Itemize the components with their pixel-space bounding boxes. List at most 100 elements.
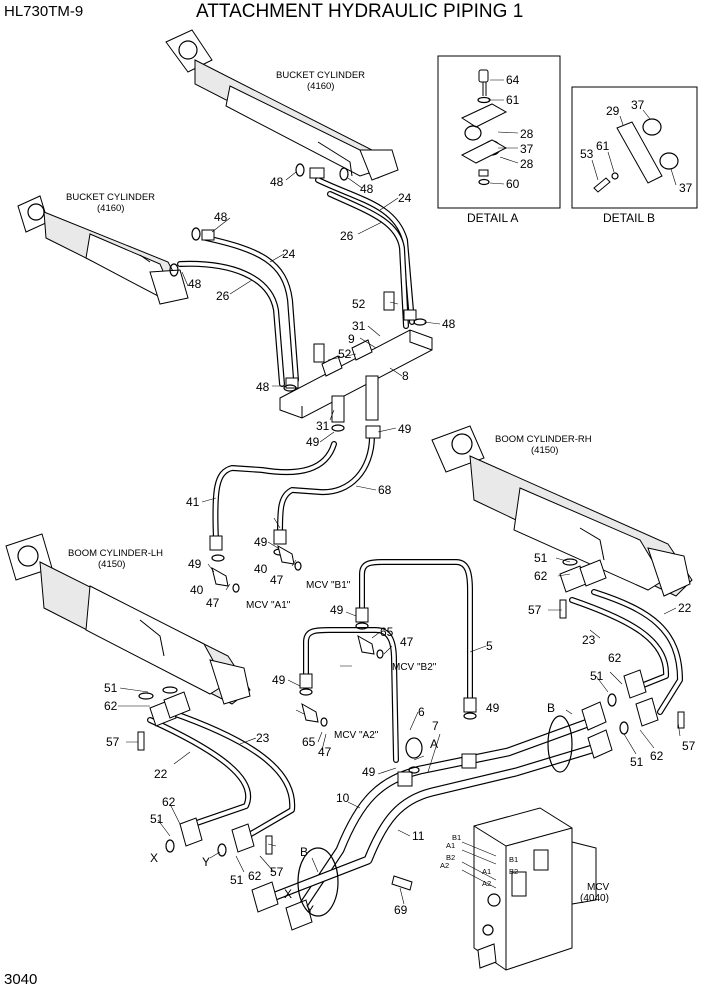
callout-69: 69 xyxy=(394,903,408,917)
detail-a-title: DETAIL A xyxy=(467,211,518,225)
detail-a-callout-60: 60 xyxy=(506,177,520,191)
section-x-pipe: X xyxy=(284,887,292,901)
callout-49-f: 49 xyxy=(272,673,286,687)
callout-51-b: 51 xyxy=(104,681,118,695)
mcv-b2-label: MCV "B2" xyxy=(392,662,437,673)
bucket-cylinder-lower: BUCKET CYLINDER (4160) xyxy=(17,192,189,305)
callout-57-c: 57 xyxy=(682,739,696,753)
mcv-a2-label: MCV "A2" xyxy=(334,730,379,741)
callout-62-d: 62 xyxy=(650,749,664,763)
mcv-port-b2: B2 xyxy=(446,853,455,862)
callout-48-e: 48 xyxy=(442,317,456,331)
callout-62-a: 62 xyxy=(534,569,548,583)
boom-cylinder-rh-code: (4150) xyxy=(531,445,558,456)
model-code: HL730TM-9 xyxy=(4,3,83,20)
callout-62-c: 62 xyxy=(608,651,622,665)
detail-b-callout-29: 29 xyxy=(606,104,620,118)
callout-52-b: 52 xyxy=(338,347,352,361)
bucket-cylinder-upper-label: BUCKET CYLINDER xyxy=(276,70,365,81)
detail-b-callout-61: 61 xyxy=(596,139,610,153)
detail-a-callout-64: 64 xyxy=(506,73,520,87)
callout-48-b: 48 xyxy=(360,182,374,196)
boom-cylinder-lh-code: (4150) xyxy=(98,559,125,570)
mcv-face-b1: B1 xyxy=(509,855,518,864)
mcv-face-b2: B2 xyxy=(509,867,518,876)
detail-b-callout-53: 53 xyxy=(580,147,594,161)
callout-65-a: 65 xyxy=(380,625,394,639)
callout-49-b: 49 xyxy=(398,422,412,436)
callout-7: 7 xyxy=(432,719,439,733)
detail-a-box: 64 61 28 37 28 60 DETAIL A xyxy=(437,55,561,225)
hose-6 xyxy=(303,627,399,763)
boom-cylinder-rh: BOOM CYLINDER-RH (4150) xyxy=(431,425,693,597)
callout-31-a: 31 xyxy=(352,319,366,333)
callout-51-e: 51 xyxy=(150,812,164,826)
callout-48-d: 48 xyxy=(188,277,202,291)
detail-b-box: 29 37 53 61 37 DETAIL B xyxy=(571,86,698,225)
bucket-cylinder-upper-code: (4160) xyxy=(307,81,334,92)
bucket-cylinder-lower-code: (4160) xyxy=(97,203,124,214)
callout-57-b: 57 xyxy=(106,735,120,749)
mcv-face-a1: A1 xyxy=(482,867,491,876)
callout-49-e: 49 xyxy=(330,603,344,617)
callout-26-a: 26 xyxy=(340,229,354,243)
callout-47-c: 47 xyxy=(400,635,414,649)
callout-22-b: 22 xyxy=(154,767,168,781)
callout-47-d: 47 xyxy=(318,745,332,759)
section-letters: A B B X Y X Y xyxy=(150,701,555,917)
hose-24-26-upper xyxy=(315,177,415,329)
callout-47-a: 47 xyxy=(206,596,220,610)
callout-11: 11 xyxy=(412,829,425,843)
section-x-left: X xyxy=(150,851,158,865)
mcv-code: (4040) xyxy=(580,893,609,904)
callout-48-c: 48 xyxy=(214,210,228,224)
callout-23-b: 23 xyxy=(256,731,270,745)
section-b-left: B xyxy=(300,845,308,859)
diagram-title: ATTACHMENT HYDRAULIC PIPING 1 xyxy=(196,1,523,22)
callout-24-b: 24 xyxy=(282,247,296,261)
clamps xyxy=(297,715,573,917)
callout-48-f: 48 xyxy=(256,380,270,394)
bucket-cylinder-upper: BUCKET CYLINDER (4160) xyxy=(165,29,399,181)
callout-24-a: 24 xyxy=(398,191,412,205)
hose-24-26-lower xyxy=(177,235,299,387)
pipe-10-11 xyxy=(265,715,607,915)
callout-10: 10 xyxy=(336,791,350,805)
callout-23-a: 23 xyxy=(582,633,596,647)
callout-52-a: 52 xyxy=(352,297,366,311)
pipe-block-8-9 xyxy=(279,291,433,423)
detail-a-callout-28: 28 xyxy=(520,127,534,141)
callout-41: 41 xyxy=(186,495,200,509)
section-a: A xyxy=(430,737,438,751)
callout-62-f: 62 xyxy=(248,869,262,883)
callout-49-g: 49 xyxy=(362,765,376,779)
boom-cylinder-lh: BOOM CYLINDER-LH (4150) xyxy=(5,533,251,705)
callout-68: 68 xyxy=(378,483,392,497)
hose-41 xyxy=(212,441,337,543)
bucket-cylinder-lower-label: BUCKET CYLINDER xyxy=(66,192,155,203)
callout-57-d: 57 xyxy=(270,865,284,879)
mcv-port-b1: B1 xyxy=(452,833,461,842)
section-y-left: Y xyxy=(202,855,210,869)
callout-51-c: 51 xyxy=(590,669,604,683)
mcv-port-a2: A2 xyxy=(440,861,449,870)
hose-5 xyxy=(359,559,473,703)
callout-62-e: 62 xyxy=(162,795,176,809)
callout-40-a: 40 xyxy=(190,583,204,597)
detail-b-title: DETAIL B xyxy=(603,211,655,225)
callout-51-d: 51 xyxy=(630,755,644,769)
hose-22-23-right xyxy=(569,589,683,715)
detail-b-callout-37: 37 xyxy=(631,98,645,112)
hose-68 xyxy=(277,433,375,537)
callout-9: 9 xyxy=(348,332,355,346)
mcv-valve: B1 A1 B2 A2 B1 A1 B2 A2 MCV (4040) xyxy=(440,807,610,971)
callout-31-b: 31 xyxy=(316,419,330,433)
callout-5: 5 xyxy=(486,639,493,653)
callout-47-b: 47 xyxy=(270,573,284,587)
callout-8: 8 xyxy=(402,369,409,383)
callout-22-a: 22 xyxy=(678,601,692,615)
leader-lines xyxy=(118,171,681,905)
mcv-port-labels: MCV "A1" MCV "B1" MCV "A2" MCV "B2" xyxy=(246,580,437,741)
mcv-port-a1: A1 xyxy=(446,841,455,850)
